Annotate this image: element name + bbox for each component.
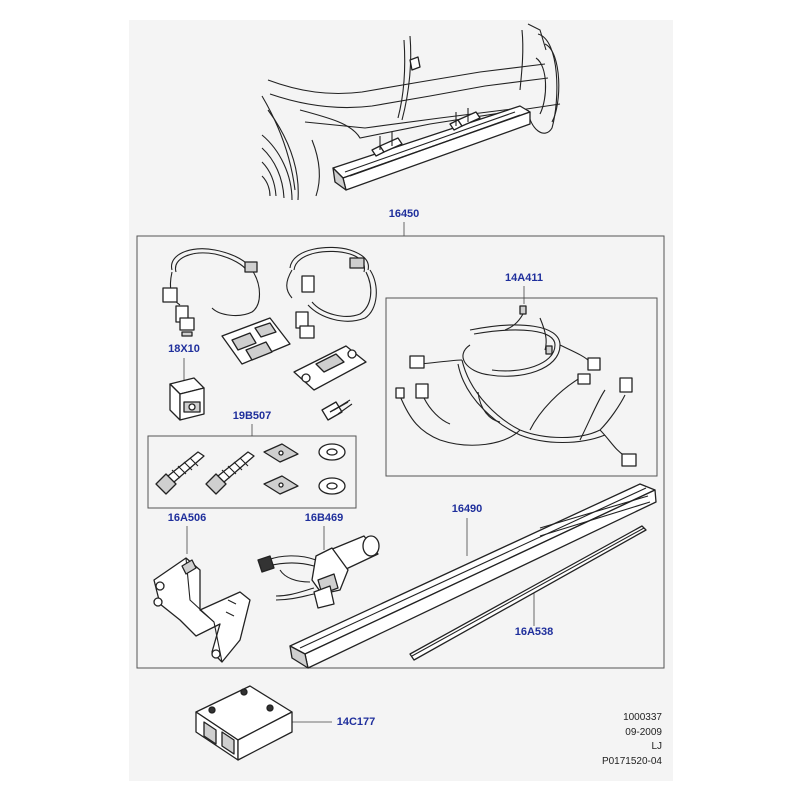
callout-18X10: 18X10: [168, 343, 200, 355]
small-harness-center: [286, 246, 377, 339]
callout-14A411: 14A411: [505, 272, 543, 284]
drawing-initials: LJ: [651, 741, 662, 752]
callout-16B469: 16B469: [304, 512, 344, 524]
bolt-kit-19B507: [155, 443, 346, 495]
callout-16A538: 16A538: [514, 626, 554, 638]
callout-19B507: 19B507: [232, 410, 272, 422]
motor-16B469: [257, 535, 380, 609]
screw: [321, 399, 353, 421]
callout-16490: 16490: [451, 503, 483, 515]
running-board-16490: [289, 483, 657, 669]
bracket-16A506: [153, 557, 251, 663]
switch-18X10: [169, 377, 205, 421]
callout-14C177: 14C177: [336, 716, 376, 728]
drawing-date: 09-2009: [625, 727, 662, 738]
vehicle-side-illustration: [261, 23, 561, 201]
callout-16450: 16450: [388, 208, 420, 220]
drawing-reference: P0171520-04: [601, 756, 662, 767]
drawing-number: 1000337: [623, 712, 662, 723]
kit-frame-14A411: [385, 297, 658, 477]
small-harness-left: [162, 248, 261, 337]
switch-panel: [221, 317, 291, 365]
harness-14A411: [395, 305, 637, 467]
kit-frame-16450: [136, 235, 665, 669]
callout-16A506: 16A506: [167, 512, 207, 524]
switch-bezel: [293, 345, 367, 391]
trim-strip-16A538: [409, 525, 647, 661]
control-module-14C177: [195, 685, 293, 761]
